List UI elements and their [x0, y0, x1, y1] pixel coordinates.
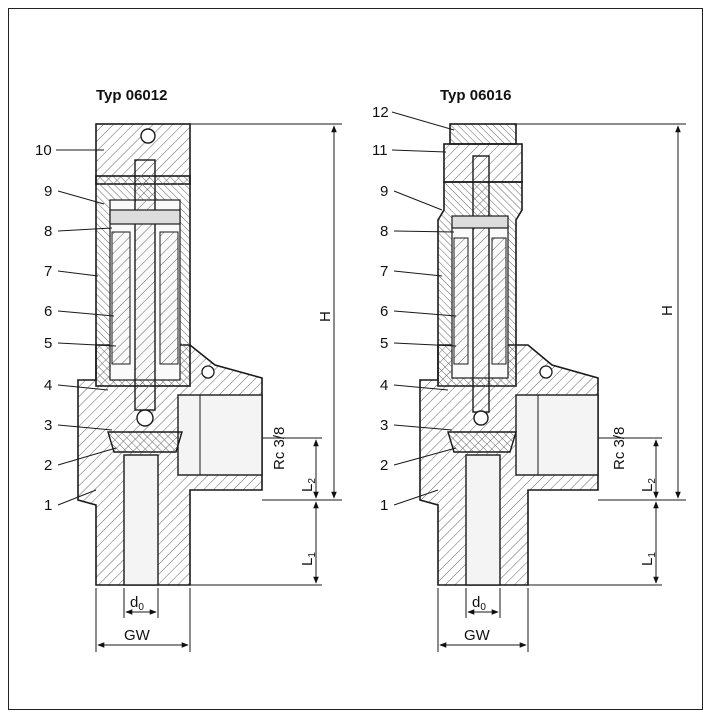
stem	[134, 159, 156, 411]
callout-1: 1	[44, 497, 52, 514]
callout-4: 4	[380, 377, 388, 394]
inlet-bore	[465, 454, 501, 586]
valve-title: Typ 06016	[440, 87, 511, 104]
callouts: 10 9 8 7 6 5 4 3 2 1	[35, 142, 117, 514]
callout-3: 3	[380, 417, 388, 434]
spring	[453, 237, 469, 365]
callout-11: 11	[372, 142, 388, 159]
callout-10: 10	[35, 142, 52, 159]
outlet-port	[177, 394, 263, 476]
dimensions	[437, 123, 686, 652]
dimensions	[95, 123, 342, 652]
callout-7: 7	[44, 263, 52, 280]
valve-06016: Typ 06016 12 11 9 8 7 6 5 4 3 2 1	[372, 87, 686, 652]
valve-disc	[107, 431, 183, 453]
callout-2: 2	[380, 457, 388, 474]
dim-thread: Rc 3/8	[271, 427, 288, 470]
dim-L2: L2	[639, 478, 658, 492]
inlet-bore	[123, 454, 159, 586]
callout-5: 5	[44, 335, 52, 352]
dim-GW: GW	[464, 627, 491, 644]
dim-d0: d0	[472, 594, 486, 613]
outlet-port	[515, 394, 599, 476]
dim-H: H	[659, 305, 676, 316]
dim-L1: L1	[299, 552, 318, 566]
stem	[472, 155, 490, 413]
callout-12: 12	[372, 104, 389, 121]
dim-L1: L1	[639, 552, 658, 566]
dim-GW: GW	[124, 627, 151, 644]
callout-5: 5	[380, 335, 388, 352]
spring	[491, 237, 507, 365]
valve-title: Typ 06012	[96, 87, 167, 104]
callout-6: 6	[44, 303, 52, 320]
valve-disc	[447, 431, 517, 453]
callout-3: 3	[44, 417, 52, 434]
drawing-frame	[8, 8, 703, 710]
valve-06012: Typ 06012 10 9 8 7 6	[35, 87, 342, 652]
callout-2: 2	[44, 457, 52, 474]
spring	[111, 231, 179, 365]
callout-6: 6	[380, 303, 388, 320]
dim-L2: L2	[299, 478, 318, 492]
dim-H: H	[317, 311, 334, 322]
dim-d0: d0	[130, 594, 144, 613]
callout-8: 8	[380, 223, 388, 240]
dim-thread: Rc 3/8	[611, 427, 628, 470]
callout-4: 4	[44, 377, 52, 394]
callout-7: 7	[380, 263, 388, 280]
callout-9: 9	[44, 183, 52, 200]
callouts: 12 11 9 8 7 6 5 4 3 2 1	[372, 104, 457, 514]
callout-9: 9	[380, 183, 388, 200]
callout-8: 8	[44, 223, 52, 240]
top-cap	[449, 123, 517, 145]
callout-1: 1	[380, 497, 388, 514]
